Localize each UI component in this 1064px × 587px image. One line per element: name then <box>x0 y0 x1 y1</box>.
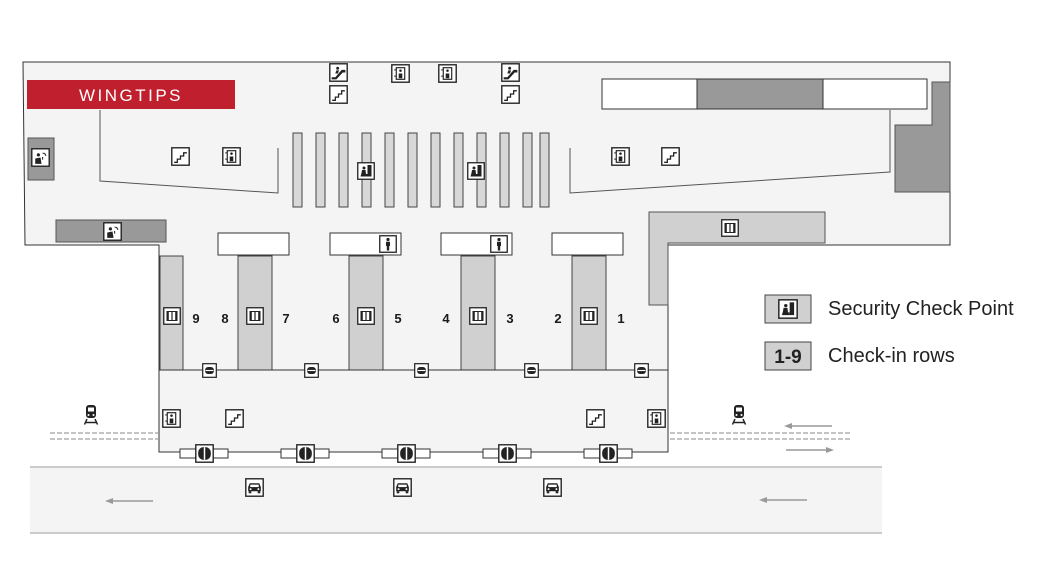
door-icon[interactable] <box>469 307 487 325</box>
entrance-door-icon[interactable] <box>195 444 214 463</box>
road <box>30 466 882 534</box>
row-number-1: 1 <box>617 311 624 326</box>
train-direction-arrows <box>784 423 834 453</box>
entrance-door-icon[interactable] <box>498 444 517 463</box>
stairs-icon[interactable] <box>329 85 348 104</box>
gate-icon[interactable] <box>414 363 429 378</box>
door-icon[interactable] <box>357 307 375 325</box>
row-number-4: 4 <box>442 311 450 326</box>
stairs-icon[interactable] <box>171 147 190 166</box>
service-zone-right <box>894 81 951 193</box>
train-icon[interactable] <box>83 404 99 426</box>
row-number-9: 9 <box>192 311 199 326</box>
shop-block-top-right <box>601 78 928 110</box>
counters <box>217 232 624 256</box>
door-icon[interactable] <box>580 307 598 325</box>
row-number-8: 8 <box>221 311 228 326</box>
information-icon[interactable] <box>31 148 50 167</box>
elevator-icon[interactable] <box>162 409 181 428</box>
elevator-icon[interactable] <box>438 64 457 83</box>
check-in-row-numbers: 9 8 7 6 5 4 3 2 1 <box>192 311 624 326</box>
legend-label-check-in-rows: Check-in rows <box>828 345 955 367</box>
wingtips-label: WINGTIPS <box>79 86 183 105</box>
bus-icon[interactable] <box>393 478 412 497</box>
gate-icon[interactable] <box>202 363 217 378</box>
restroom-icon[interactable] <box>490 235 508 253</box>
stairs-icon[interactable] <box>225 409 244 428</box>
restroom-icon[interactable] <box>379 235 397 253</box>
railway-tracks <box>50 432 850 440</box>
legend-key-check-in-rows: 1-9 <box>774 347 801 368</box>
door-icon[interactable] <box>163 307 181 325</box>
elevator-icon[interactable] <box>222 147 241 166</box>
entrance-door-icon[interactable] <box>296 444 315 463</box>
bus-icon[interactable] <box>543 478 562 497</box>
road-direction-arrows <box>105 497 807 504</box>
security-check-icon[interactable] <box>357 162 375 180</box>
gate-icon[interactable] <box>304 363 319 378</box>
elevator-icon[interactable] <box>647 409 666 428</box>
security-check-icon[interactable] <box>467 162 485 180</box>
escalator-icon[interactable] <box>501 63 520 82</box>
door-icon[interactable] <box>246 307 264 325</box>
bus-icon[interactable] <box>245 478 264 497</box>
elevator-icon[interactable] <box>611 147 630 166</box>
row-number-5: 5 <box>394 311 401 326</box>
row-number-7: 7 <box>282 311 289 326</box>
entrance-door-icon[interactable] <box>397 444 416 463</box>
legend-label-security: Security Check Point <box>828 298 1014 320</box>
elevator-icon[interactable] <box>391 64 410 83</box>
stairs-icon[interactable] <box>586 409 605 428</box>
escalator-icon[interactable] <box>329 63 348 82</box>
legend: Security Check Point 1-9 Check-in rows <box>764 294 1014 371</box>
security-check-icon <box>778 299 798 319</box>
train-icon[interactable] <box>731 404 747 426</box>
stairs-icon[interactable] <box>661 147 680 166</box>
gate-icon[interactable] <box>524 363 539 378</box>
row-number-3: 3 <box>506 311 513 326</box>
door-icon[interactable] <box>721 219 739 237</box>
legend-item-security: Security Check Point <box>764 294 1014 324</box>
stairs-icon[interactable] <box>501 85 520 104</box>
gate-icon[interactable] <box>634 363 649 378</box>
information-icon[interactable] <box>103 222 122 241</box>
legend-item-check-in-rows: 1-9 Check-in rows <box>764 341 955 371</box>
row-number-2: 2 <box>554 311 561 326</box>
airside-zone-right <box>648 211 826 306</box>
row-number-6: 6 <box>332 311 339 326</box>
wingtips-lounge[interactable]: WINGTIPS <box>27 80 235 109</box>
entrance-door-icon[interactable] <box>599 444 618 463</box>
airside-boundary <box>99 110 891 194</box>
